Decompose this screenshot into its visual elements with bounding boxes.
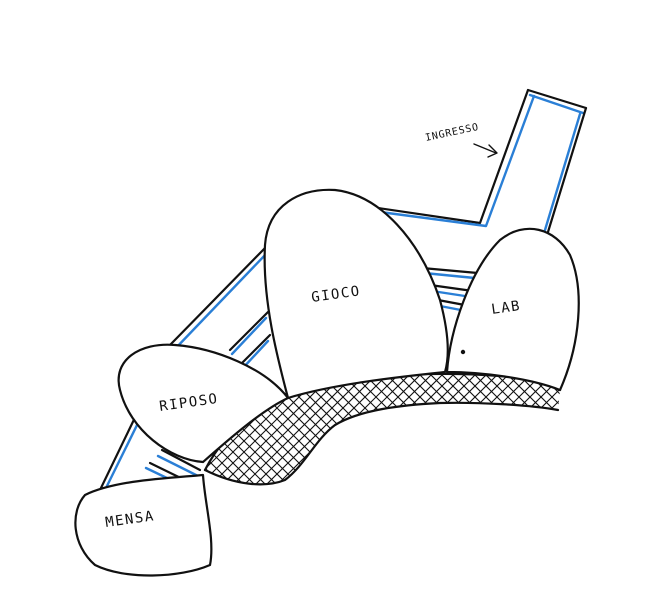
- arrow-right-icon: [473, 143, 498, 158]
- entrance-path: [376, 88, 588, 234]
- room-mensa[interactable]: MENSA: [74, 473, 213, 577]
- room-riposo[interactable]: RIPOSO: [117, 343, 290, 464]
- room-label-mensa: MENSA: [104, 508, 155, 531]
- entrance-label: INGRESSO: [424, 122, 480, 144]
- room-gioco[interactable]: GIOCO: [263, 188, 449, 400]
- room-label-gioco: GIOCO: [310, 283, 361, 306]
- room-lab[interactable]: LAB: [445, 227, 580, 392]
- room-label-lab: LAB: [490, 298, 522, 318]
- entrance-annotation: INGRESSO: [424, 122, 498, 158]
- junction-dot: [460, 349, 466, 355]
